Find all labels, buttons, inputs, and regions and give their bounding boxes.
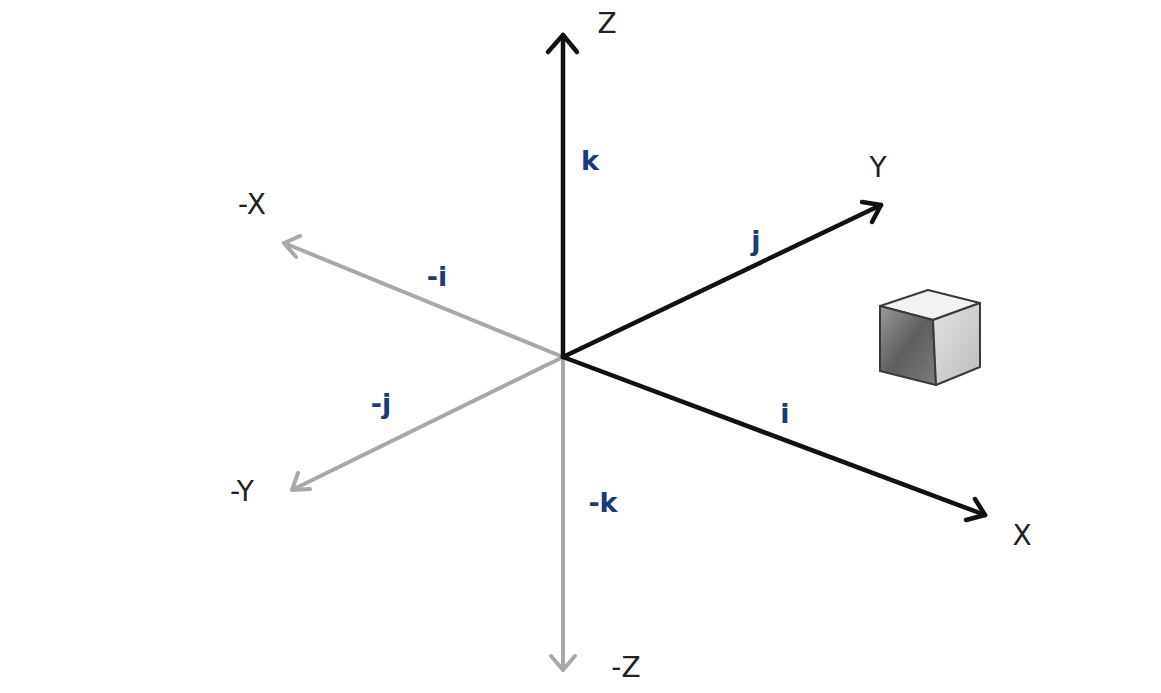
unit-vector-label: -i bbox=[427, 263, 447, 290]
unit-vector-label: i bbox=[780, 400, 789, 427]
unit-vector-label: k bbox=[581, 147, 599, 174]
unit-vector-label: j bbox=[751, 227, 760, 254]
axis-label: -X bbox=[238, 191, 266, 219]
axis-label: -Y bbox=[230, 478, 254, 506]
axis-label: -Z bbox=[611, 654, 640, 682]
axis-label: Z bbox=[597, 10, 616, 38]
cube bbox=[880, 290, 980, 385]
axis-label: X bbox=[1012, 522, 1031, 550]
axis-label: Y bbox=[869, 154, 886, 182]
unit-vector-label: -k bbox=[588, 489, 617, 516]
unit-vector-label: -j bbox=[371, 390, 391, 417]
negative-axes bbox=[284, 236, 575, 670]
positive-axes bbox=[548, 35, 985, 520]
